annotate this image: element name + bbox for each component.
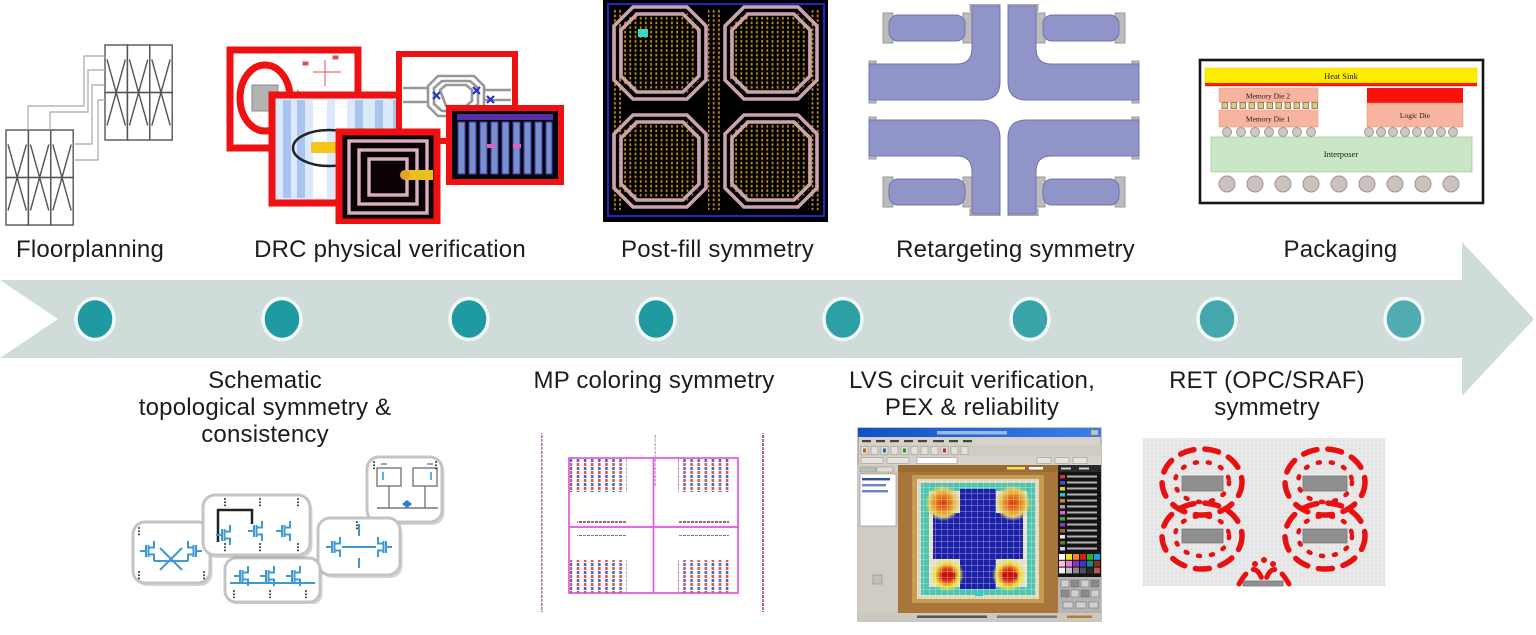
logic-die-label: Logic Die	[1400, 111, 1431, 120]
memory-die-1-label: Memory Die 1	[1246, 115, 1290, 124]
window-close-icon	[1090, 429, 1099, 436]
schematic-cards	[131, 455, 445, 604]
stage-label-packaging: Packaging	[1283, 236, 1398, 263]
stage-label-floorplanning: Floorplanning	[15, 236, 165, 263]
interposer-label: Interposer	[1324, 149, 1359, 159]
stage-label-mp-coloring: MP coloring symmetry	[514, 367, 794, 394]
menu-bar	[862, 440, 972, 443]
memory-die-1	[1218, 109, 1319, 128]
toolbar	[859, 445, 1101, 465]
stage-label-line: RET (OPC/SRAF)	[1169, 367, 1365, 394]
floorplanning-illustration	[5, 44, 173, 226]
stage-label-retargeting: Retargeting symmetry	[896, 236, 1135, 263]
flow-dot-2	[261, 296, 303, 342]
flow-dot-7	[1196, 296, 1238, 342]
color-palette	[1059, 554, 1100, 574]
retargeting-illustration	[868, 4, 1140, 216]
floorplan-wires	[27, 55, 105, 161]
micro-bumps	[1221, 102, 1318, 109]
flow-dot-1	[74, 296, 116, 342]
c4-bumps	[1222, 127, 1458, 137]
stage-label-line: PEX & reliability	[884, 394, 1060, 421]
opc-sraf-decorations	[1159, 446, 1368, 587]
schematic-illustration	[131, 455, 445, 604]
stage-label-postfill: Post-fill symmetry	[621, 236, 814, 263]
logic-die-cap	[1367, 88, 1463, 103]
highlighted-net	[216, 508, 254, 542]
stage-label-line: Schematic	[208, 367, 322, 394]
flow-dot-5	[822, 296, 864, 342]
packaging-illustration: Heat Sink Memory Die 2 Memory Die 1 Logi…	[1198, 58, 1485, 205]
flow-dot-6	[1009, 296, 1051, 342]
mp-coloring-illustration	[538, 433, 767, 612]
memory-die-2-label: Memory Die 2	[1246, 92, 1290, 101]
stage-label-lvs: LVS circuit verification, PEX & reliabil…	[820, 367, 1124, 421]
stage-label-ret: RET (OPC/SRAF) symmetry	[1125, 367, 1409, 421]
stage-label-schematic: Schematic topological symmetry & consist…	[90, 367, 440, 448]
postfill-marker	[638, 29, 648, 37]
process-flow-arrow	[0, 242, 1534, 396]
lvs-illustration	[857, 427, 1102, 622]
left-panel	[858, 465, 898, 613]
flow-dot-3	[448, 296, 490, 342]
stage-label-line: LVS circuit verification,	[849, 367, 1095, 394]
interposer	[1210, 136, 1473, 173]
status-bar	[858, 613, 1101, 621]
arrow-band	[0, 242, 1534, 396]
ret-illustration	[1143, 438, 1385, 587]
drc-illustration	[226, 46, 564, 224]
post-fill-illustration	[603, 0, 828, 222]
drc-card-spiral	[335, 128, 441, 224]
stage-label-drc: DRC physical verification	[254, 236, 526, 263]
memory-die-2	[1218, 87, 1319, 103]
layer-palette-panel	[1058, 465, 1101, 613]
heat-sink-label: Heat Sink	[1324, 71, 1359, 81]
stage-label-line: topological symmetry & consistency	[138, 394, 392, 448]
solder-balls	[1218, 175, 1460, 193]
flow-dot-8	[1383, 296, 1425, 342]
drc-card-fingers	[446, 105, 564, 185]
stage-label-line: symmetry	[1214, 394, 1320, 421]
flow-dot-4	[635, 296, 677, 342]
target-patterns	[1181, 475, 1348, 587]
stage-label-line: MP coloring symmetry	[533, 367, 775, 394]
layout-canvas	[898, 465, 1058, 613]
logic-die	[1366, 102, 1464, 128]
